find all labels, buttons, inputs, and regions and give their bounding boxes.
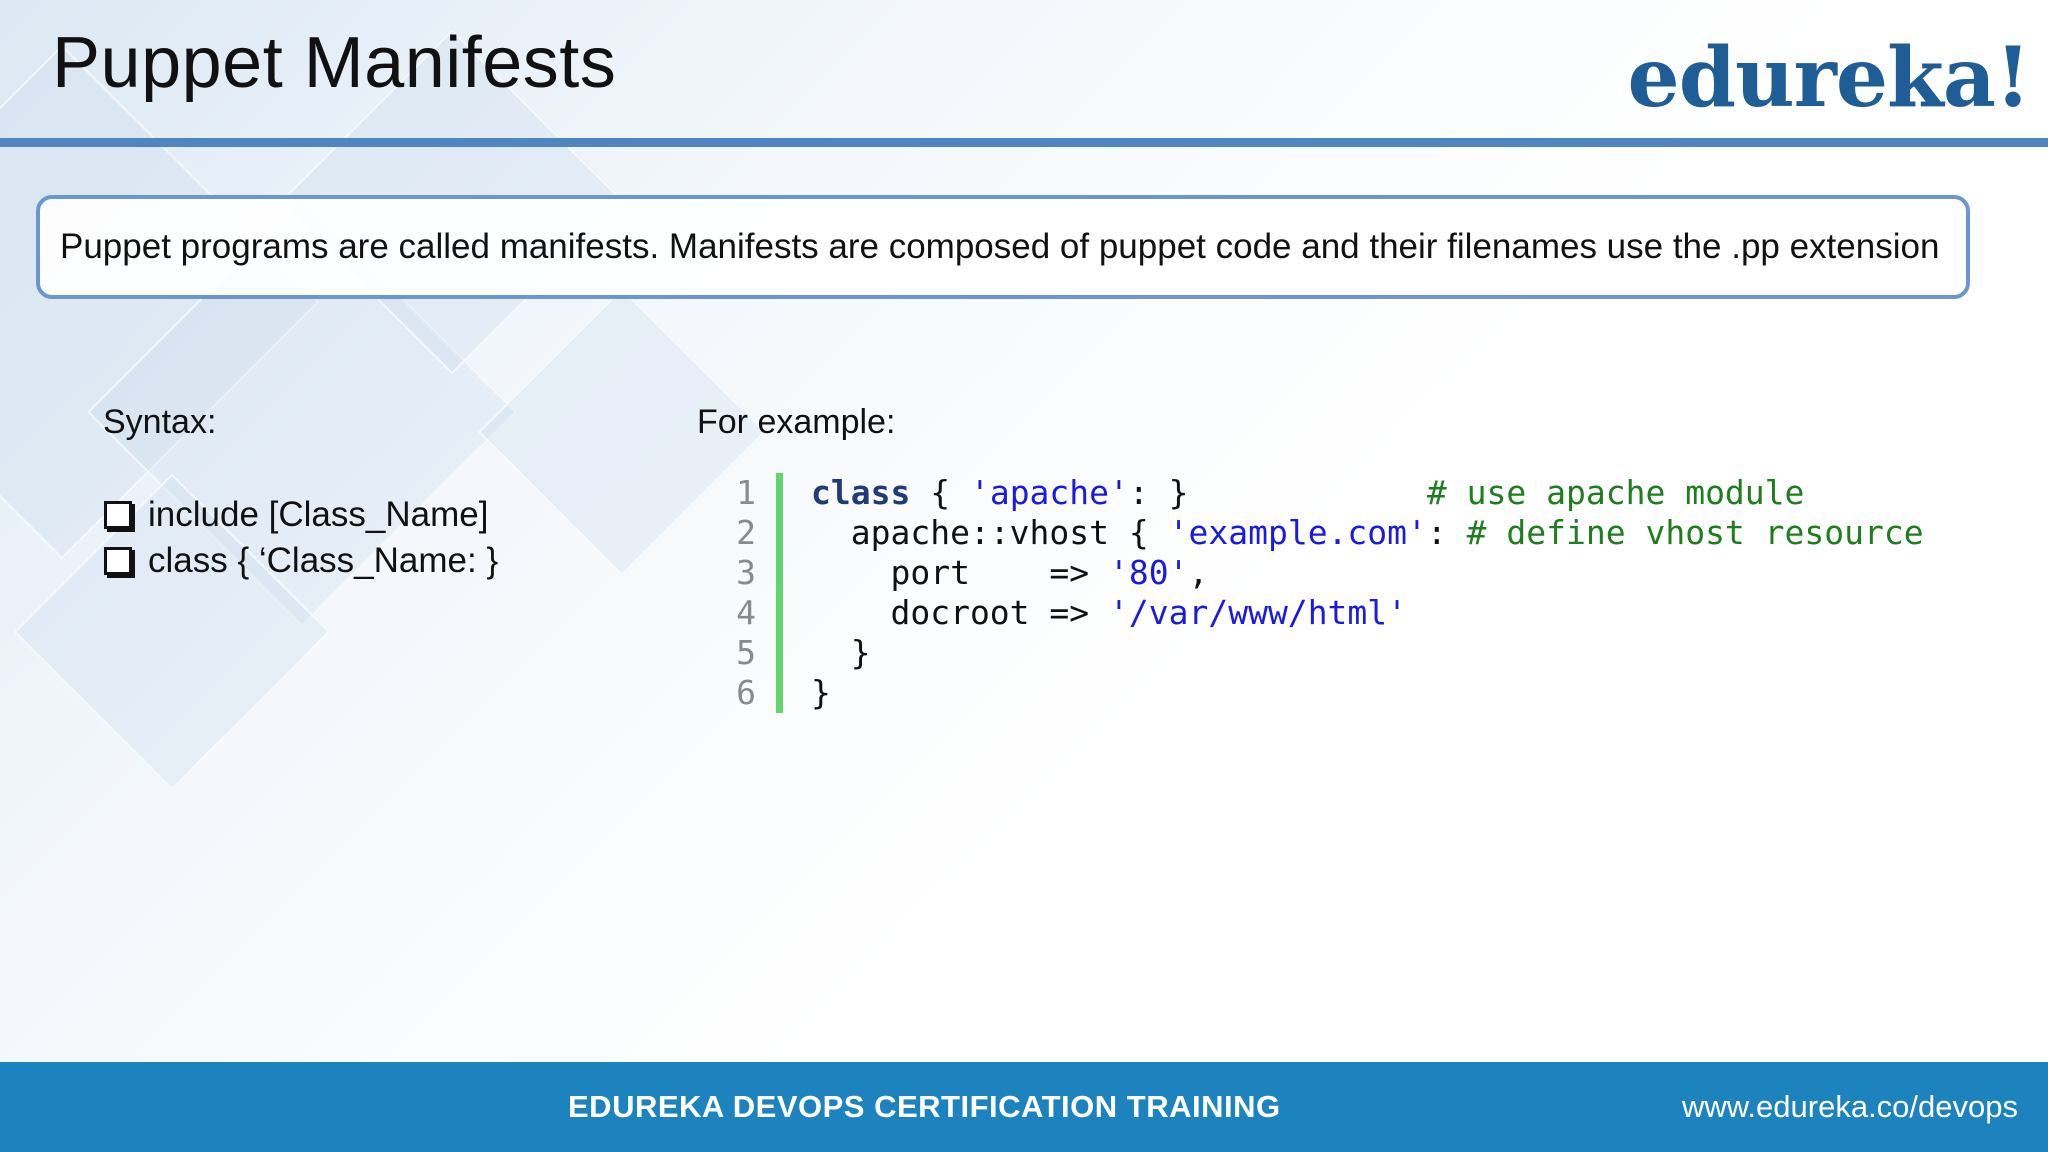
code-line: 6} xyxy=(716,673,1924,713)
code-block: 1 class { 'apache': } # use apache module… xyxy=(716,473,1924,713)
syntax-item: class { ‘Class_Name: } xyxy=(104,538,498,584)
code-gutter-bar xyxy=(776,513,783,553)
slide-title: Puppet Manifests xyxy=(52,23,617,103)
example-heading: For example: xyxy=(697,403,896,441)
code-token: : xyxy=(1426,513,1467,552)
code-token: 'example.com' xyxy=(1168,513,1427,552)
edureka-logo: edureka! xyxy=(1627,30,2031,126)
code-token: apache::vhost { xyxy=(811,513,1169,552)
intro-callout: Puppet programs are called manifests. Ma… xyxy=(36,195,1970,299)
code-line-text: } xyxy=(811,633,871,673)
code-token: port => xyxy=(811,553,1110,592)
code-gutter-bar xyxy=(776,553,783,593)
line-number: 4 xyxy=(736,593,756,632)
code-token: # use apache module xyxy=(1426,473,1805,512)
code-gutter-bar xyxy=(776,673,783,713)
line-number: 5 xyxy=(736,633,756,672)
code-token: , xyxy=(1188,553,1209,592)
syntax-item-text: class { ‘Class_Name: } xyxy=(148,541,499,580)
intro-text: Puppet programs are called manifests. Ma… xyxy=(60,227,1940,266)
code-token: 'apache' xyxy=(969,473,1129,512)
syntax-list: include [Class_Name] class { ‘Class_Name… xyxy=(104,492,498,584)
code-line: 3 port => '80', xyxy=(716,553,1924,593)
line-number: 2 xyxy=(736,513,756,552)
checkbox-bullet-icon xyxy=(104,501,132,529)
code-line: 5 } xyxy=(716,633,1924,673)
footer-url: www.edureka.co/devops xyxy=(1681,1089,2018,1124)
code-token: docroot => xyxy=(811,593,1110,632)
course-title: EDUREKA DEVOPS CERTIFICATION TRAINING xyxy=(568,1089,1281,1124)
code-token: } xyxy=(811,673,831,712)
checkbox-bullet-icon xyxy=(104,547,132,575)
code-gutter-bar xyxy=(776,633,783,673)
code-line: 1 class { 'apache': } # use apache module xyxy=(716,473,1924,513)
code-line-text: } xyxy=(811,673,831,713)
code-line-text: class { 'apache': } # use apache module xyxy=(811,473,1804,513)
code-line-text: docroot => '/var/www/html' xyxy=(811,593,1407,633)
syntax-item: include [Class_Name] xyxy=(104,492,498,538)
footer-bar: EDUREKA DEVOPS CERTIFICATION TRAINING ww… xyxy=(0,1062,2048,1152)
code-token: class xyxy=(811,473,911,512)
line-number: 3 xyxy=(736,553,756,592)
code-line-text: port => '80', xyxy=(811,553,1208,593)
code-token: # define vhost resource xyxy=(1466,513,1924,552)
slide-background xyxy=(0,0,2048,1062)
syntax-heading: Syntax: xyxy=(103,403,217,441)
code-token: } xyxy=(811,633,871,672)
line-number: 6 xyxy=(736,673,756,712)
code-gutter-bar xyxy=(776,473,783,513)
code-line: 4 docroot => '/var/www/html' xyxy=(716,593,1924,633)
line-number: 1 xyxy=(736,473,756,512)
code-token: '/var/www/html' xyxy=(1109,593,1408,632)
code-token: : } xyxy=(1128,473,1427,512)
code-gutter-bar xyxy=(776,593,783,633)
code-token: '80' xyxy=(1109,553,1189,592)
code-line-text: apache::vhost { 'example.com': # define … xyxy=(811,513,1924,553)
code-line: 2 apache::vhost { 'example.com': # defin… xyxy=(716,513,1924,553)
code-token: { xyxy=(910,473,970,512)
syntax-item-text: include [Class_Name] xyxy=(148,495,489,534)
header-divider xyxy=(0,138,2048,147)
